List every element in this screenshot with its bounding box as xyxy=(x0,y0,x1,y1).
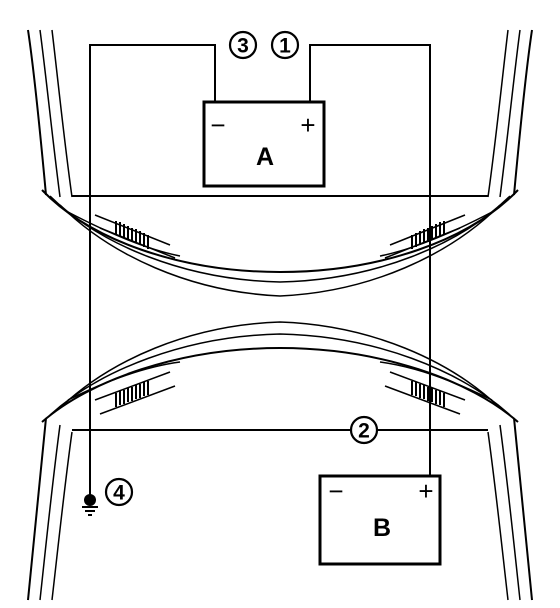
callout-4: 4 xyxy=(104,477,134,507)
svg-text:3: 3 xyxy=(237,35,249,58)
battery-a-label: A xyxy=(256,143,274,171)
cable-positive xyxy=(309,44,431,476)
battery-a-positive-terminal: + xyxy=(300,110,315,140)
callout-1: 1 xyxy=(270,30,300,60)
svg-text:1: 1 xyxy=(279,35,291,58)
battery-b-body xyxy=(318,474,442,566)
callout-3: 3 xyxy=(228,30,258,60)
battery-b: − + B xyxy=(318,474,442,566)
vehicle-b-grille-left xyxy=(94,371,176,415)
vehicle-a-outline xyxy=(27,29,533,297)
vehicle-a-grille-right xyxy=(384,214,466,259)
battery-a-negative-terminal: − xyxy=(210,110,225,140)
vehicle-b-outline xyxy=(27,321,533,601)
vehicle-a-grille-left xyxy=(94,214,176,259)
battery-b-negative-terminal: − xyxy=(328,476,343,506)
ground-icon xyxy=(82,494,98,516)
battery-b-positive-terminal: + xyxy=(418,476,433,506)
battery-a-body xyxy=(202,100,326,188)
vehicle-b-grille-right xyxy=(384,371,466,415)
svg-text:4: 4 xyxy=(113,482,125,505)
svg-text:2: 2 xyxy=(358,420,370,443)
callout-2: 2 xyxy=(349,415,379,445)
battery-b-label: B xyxy=(373,514,391,542)
cable-negative xyxy=(89,44,216,496)
battery-a: − + A xyxy=(202,100,326,188)
